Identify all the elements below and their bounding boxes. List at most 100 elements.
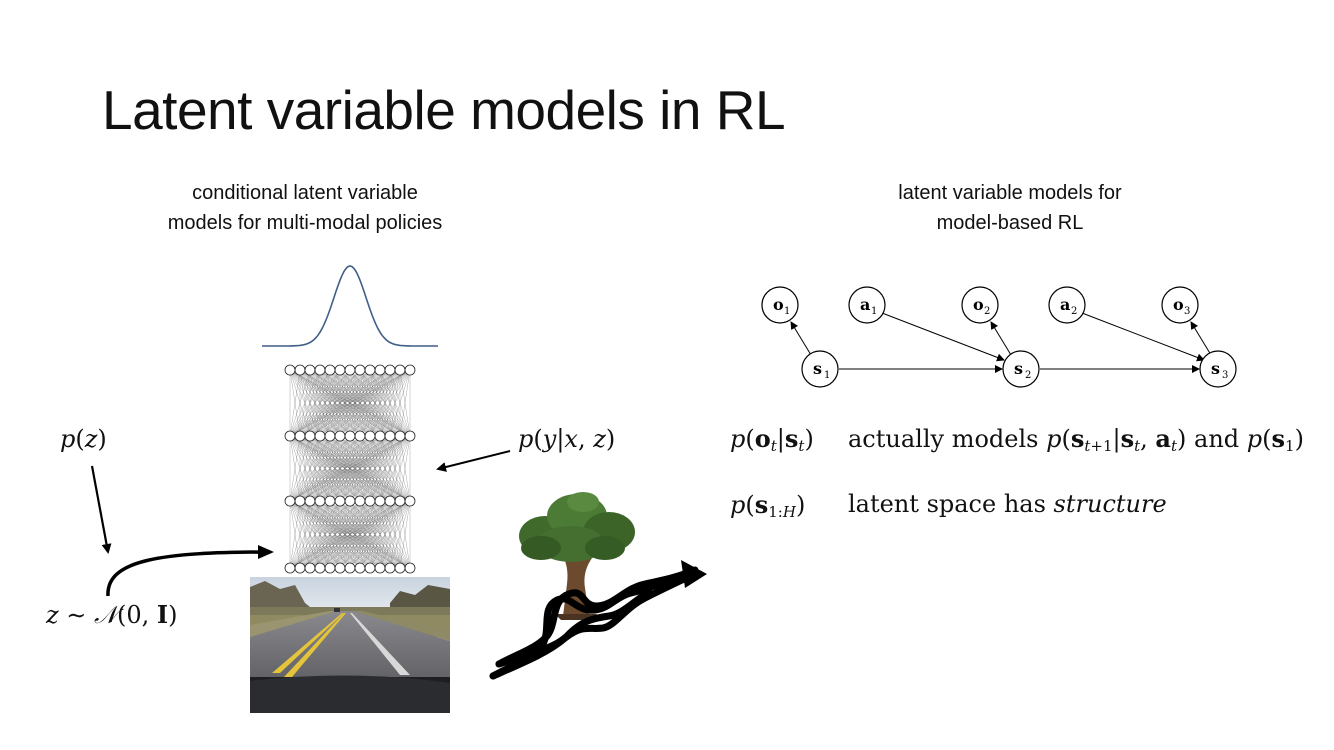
- nn-neuron-l3-8: [364, 562, 376, 574]
- nn-neuron-l2-10: [384, 495, 396, 507]
- nn-neuron-l0-1: [294, 364, 306, 376]
- nn-neuron-l1-2: [304, 430, 316, 442]
- state-prior-expr: p(s1:H): [730, 490, 806, 521]
- nn-neuron-l1-5: [334, 430, 346, 442]
- nn-neuron-l3-2: [304, 562, 316, 574]
- nn-neuron-l3-6: [344, 562, 356, 574]
- observation-model-expr: p(ot|st): [730, 424, 814, 455]
- edge-a1-s2: [881, 312, 1005, 362]
- road-photo: [250, 577, 450, 713]
- structure-emphasis: structure: [1053, 490, 1167, 518]
- nn-neuron-l0-7: [354, 364, 366, 376]
- slide-title: Latent variable models in RL: [102, 79, 786, 141]
- nn-neuron-l2-5: [334, 495, 346, 507]
- prior-label: p(z): [60, 425, 107, 453]
- nn-neuron-l0-3: [314, 364, 326, 376]
- node-label-o3: o: [1173, 295, 1184, 314]
- nn-neuron-l1-7: [354, 430, 366, 442]
- node-sub-a2: 2: [1071, 306, 1077, 317]
- nn-neuron-l3-12: [404, 562, 416, 574]
- sample-to-network-arrow: [106, 545, 274, 597]
- label-to-network-arrow: [436, 450, 511, 472]
- node-sub-a1: 1: [871, 306, 877, 317]
- nn-neuron-l3-9: [374, 562, 386, 574]
- node-label-a2: a: [1060, 295, 1070, 314]
- edge-s2-o2: [990, 321, 1012, 356]
- nn-neuron-l1-4: [324, 430, 336, 442]
- diverging-path-arrow: [489, 566, 699, 680]
- nn-neuron-l2-2: [304, 495, 316, 507]
- node-label-s2: s: [1014, 359, 1023, 378]
- nn-neuron-l1-9: [374, 430, 386, 442]
- nn-neuron-l1-1: [294, 430, 306, 442]
- node-sub-o2: 2: [984, 306, 990, 317]
- nn-neuron-l3-4: [324, 562, 336, 574]
- nn-neuron-l3-11: [394, 562, 406, 574]
- tree-icon: [519, 492, 635, 620]
- nn-neuron-l0-6: [344, 364, 356, 376]
- tree-avoidance-illustration: [489, 492, 707, 680]
- policy-label: p(y|x, z): [518, 425, 616, 453]
- node-sub-s2: 2: [1025, 370, 1031, 381]
- node-label-o1: o: [773, 295, 784, 314]
- nn-neuron-l3-3: [314, 562, 326, 574]
- nn-neuron-l3-7: [354, 562, 366, 574]
- nn-neuron-l2-4: [324, 495, 336, 507]
- edge-s3-o3: [1190, 321, 1212, 356]
- nn-neuron-l1-11: [394, 430, 406, 442]
- right-caption-line-2: model-based RL: [936, 212, 1084, 234]
- nn-neuron-l0-2: [304, 364, 316, 376]
- nn-neuron-l0-10: [384, 364, 396, 376]
- nn-neuron-l2-12: [404, 495, 416, 507]
- nn-neuron-l1-12: [404, 430, 416, 442]
- nn-neuron-l2-1: [294, 495, 306, 507]
- edge-s1-o1: [790, 321, 812, 356]
- edge-a2-s3: [1081, 312, 1205, 362]
- nn-neuron-l0-9: [374, 364, 386, 376]
- nn-neuron-l3-5: [334, 562, 346, 574]
- nn-neuron-l3-1: [294, 562, 306, 574]
- left-caption-line-2: models for multi-modal policies: [167, 212, 443, 234]
- right-caption: latent variable models for model-based R…: [830, 178, 1190, 238]
- nn-neuron-l1-8: [364, 430, 376, 442]
- nn-neuron-l3-10: [384, 562, 396, 574]
- nn-neuron-l1-0: [284, 430, 296, 442]
- latent-sample-label: z ∼ 𝒩(0, I): [46, 600, 178, 629]
- nn-neuron-l0-0: [284, 364, 296, 376]
- nn-neuron-l1-6: [344, 430, 356, 442]
- node-label-s3: s: [1211, 359, 1220, 378]
- nn-neuron-l0-8: [364, 364, 376, 376]
- left-caption-line-1: conditional latent variable: [192, 182, 418, 204]
- nn-neuron-l2-6: [344, 495, 356, 507]
- structure-text: latent space has: [848, 490, 1046, 518]
- nn-neuron-l2-11: [394, 495, 406, 507]
- nn-neuron-l3-0: [284, 562, 296, 574]
- nn-neuron-l2-7: [354, 495, 366, 507]
- nn-neuron-l0-12: [404, 364, 416, 376]
- nn-neuron-l2-8: [364, 495, 376, 507]
- path-arrowhead: [681, 560, 707, 588]
- node-sub-o1: 1: [784, 306, 790, 317]
- left-caption: conditional latent variable models for m…: [125, 178, 485, 238]
- nn-neuron-l2-9: [374, 495, 386, 507]
- right-caption-line-1: latent variable models for: [898, 182, 1122, 204]
- nn-neuron-l0-4: [324, 364, 336, 376]
- nn-neuron-l1-3: [314, 430, 326, 442]
- dynamics-description: actually models p(st+1|st, at) and p(s1): [848, 424, 1304, 455]
- node-sub-s3: 3: [1222, 370, 1228, 381]
- nn-neuron-l2-3: [314, 495, 326, 507]
- gaussian-curve: [262, 265, 438, 347]
- neural-network-diagram: [284, 364, 416, 574]
- nn-neuron-l0-11: [394, 364, 406, 376]
- nn-neuron-l0-5: [334, 364, 346, 376]
- prior-to-sample-arrow: [90, 465, 112, 554]
- nn-neuron-l2-0: [284, 495, 296, 507]
